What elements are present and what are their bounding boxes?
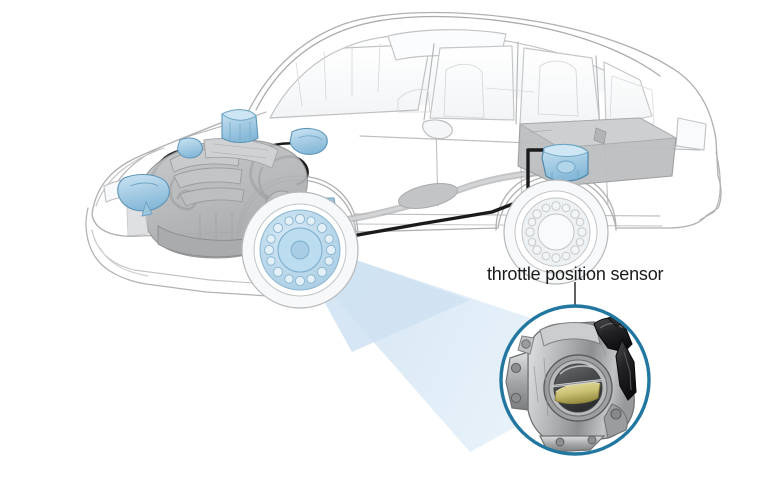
- throttle-body-detail-view: [499, 304, 651, 456]
- rear-wheel: [503, 179, 609, 285]
- callout-label: throttle position sensor: [487, 264, 664, 284]
- camshaft-position-sensor-highlight: [289, 127, 328, 155]
- intake-air-temp-sensor-highlight: [177, 137, 203, 159]
- fuel-tank: [517, 117, 678, 187]
- mass-airflow-sensor-highlight: [117, 173, 170, 217]
- vehicle-body: [85, 11, 722, 297]
- ignition-coil-pack-highlight: [221, 109, 259, 144]
- front-wheel: [241, 191, 359, 309]
- fuel-pump-module-highlight: [541, 143, 589, 182]
